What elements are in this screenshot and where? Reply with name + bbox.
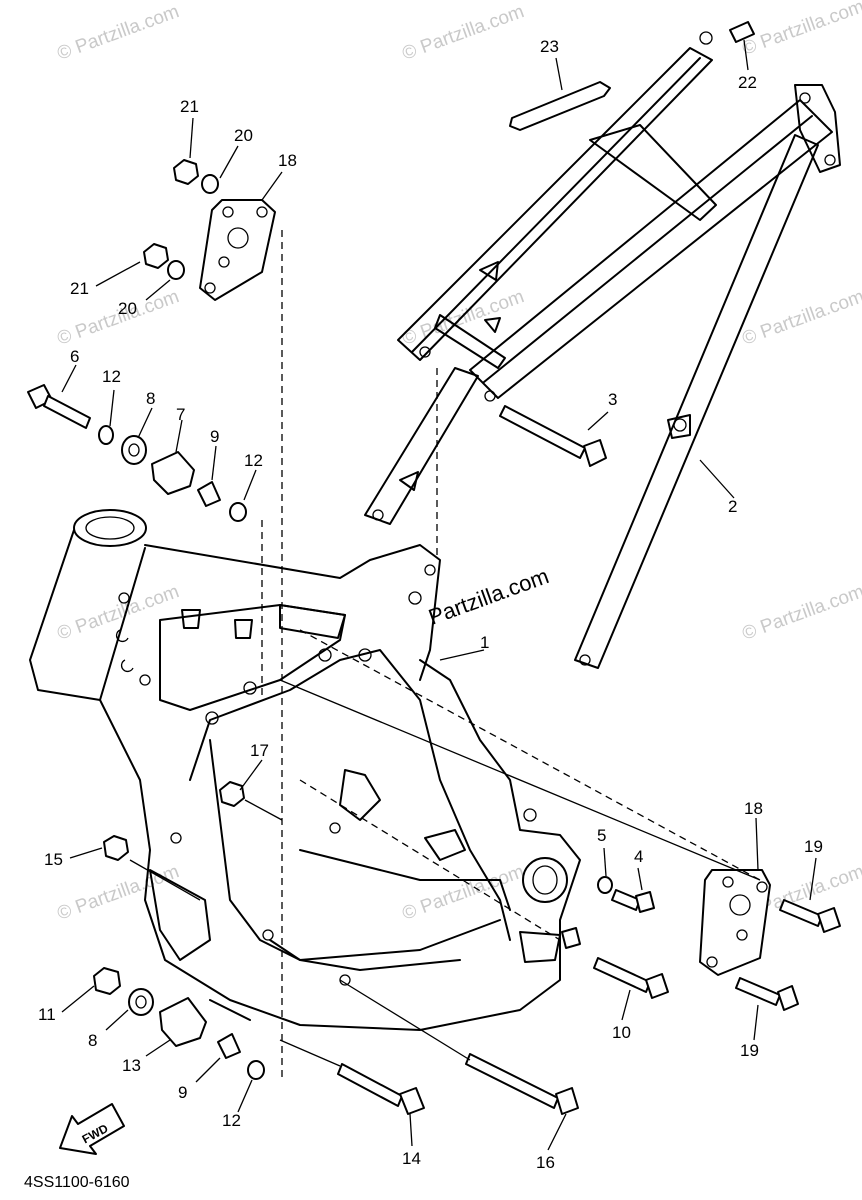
callout-label: 18	[278, 151, 297, 170]
callout-label: 12	[244, 451, 263, 470]
watermark: © Partzilla.com	[55, 861, 182, 925]
engine-bracket-right	[699, 869, 771, 976]
callout-label: 23	[540, 37, 559, 56]
fasteners-lower-left	[93, 781, 265, 1080]
callout-label: 19	[804, 837, 823, 856]
callout-label: 4	[634, 847, 643, 866]
engine-bracket-top	[199, 199, 276, 301]
callout-label: 2	[728, 497, 737, 516]
callout-label: 12	[222, 1111, 241, 1130]
callout-label: 13	[122, 1056, 141, 1075]
tool-wrench	[509, 81, 611, 131]
bolt-3	[499, 405, 586, 459]
fasteners-top-left	[143, 159, 219, 280]
callout-label: 15	[44, 850, 63, 869]
callout-label: 16	[536, 1153, 555, 1172]
callout-label: 20	[234, 126, 253, 145]
callout-label: 22	[738, 73, 757, 92]
callout-label: 7	[176, 405, 185, 424]
callout-label: 11	[38, 1005, 56, 1024]
callout-label: 17	[250, 741, 269, 760]
callout-label: 8	[88, 1031, 97, 1050]
brand-text: Partzilla.com	[425, 563, 552, 630]
callout-label: 21	[180, 97, 199, 116]
bolt-16	[465, 1053, 559, 1109]
bolt-14	[337, 1063, 403, 1107]
callout-label: 3	[608, 390, 617, 409]
callout-label: 14	[402, 1149, 421, 1168]
callout-label: 18	[744, 799, 763, 818]
callout-label: 10	[612, 1023, 631, 1042]
watermark: © Partzilla.com	[740, 581, 862, 645]
callout-labels: 1 2 3 4 5 6 7 8 8 9 9 10 11 12 12 12 13 …	[38, 37, 823, 1172]
callout-label: 8	[146, 389, 155, 408]
callout-label: 12	[102, 367, 121, 386]
callout-label: 6	[70, 347, 79, 366]
leader-lines	[61, 39, 817, 1151]
guide-lines	[129, 230, 761, 1082]
fasteners-right	[561, 876, 841, 1011]
fasteners-left-row	[27, 384, 247, 522]
fwd-arrow-icon: FWD	[59, 1103, 125, 1155]
diagram-code: 4SS1100-6160	[24, 1174, 130, 1191]
rear-subframe	[364, 31, 841, 669]
watermark: © Partzilla.com	[400, 861, 527, 925]
callout-label: 19	[740, 1041, 759, 1060]
watermark: © Partzilla.com	[55, 1, 182, 65]
callout-label: 5	[597, 826, 606, 845]
collar-22	[729, 21, 755, 43]
callout-label: 21	[70, 279, 89, 298]
watermark: © Partzilla.com	[740, 0, 862, 60]
callout-label: 20	[118, 299, 137, 318]
callout-label: 1	[480, 633, 489, 652]
watermark: © Partzilla.com	[740, 286, 862, 350]
watermark: © Partzilla.com	[400, 1, 527, 65]
callout-label: 9	[210, 427, 219, 446]
callout-label: 9	[178, 1083, 187, 1102]
